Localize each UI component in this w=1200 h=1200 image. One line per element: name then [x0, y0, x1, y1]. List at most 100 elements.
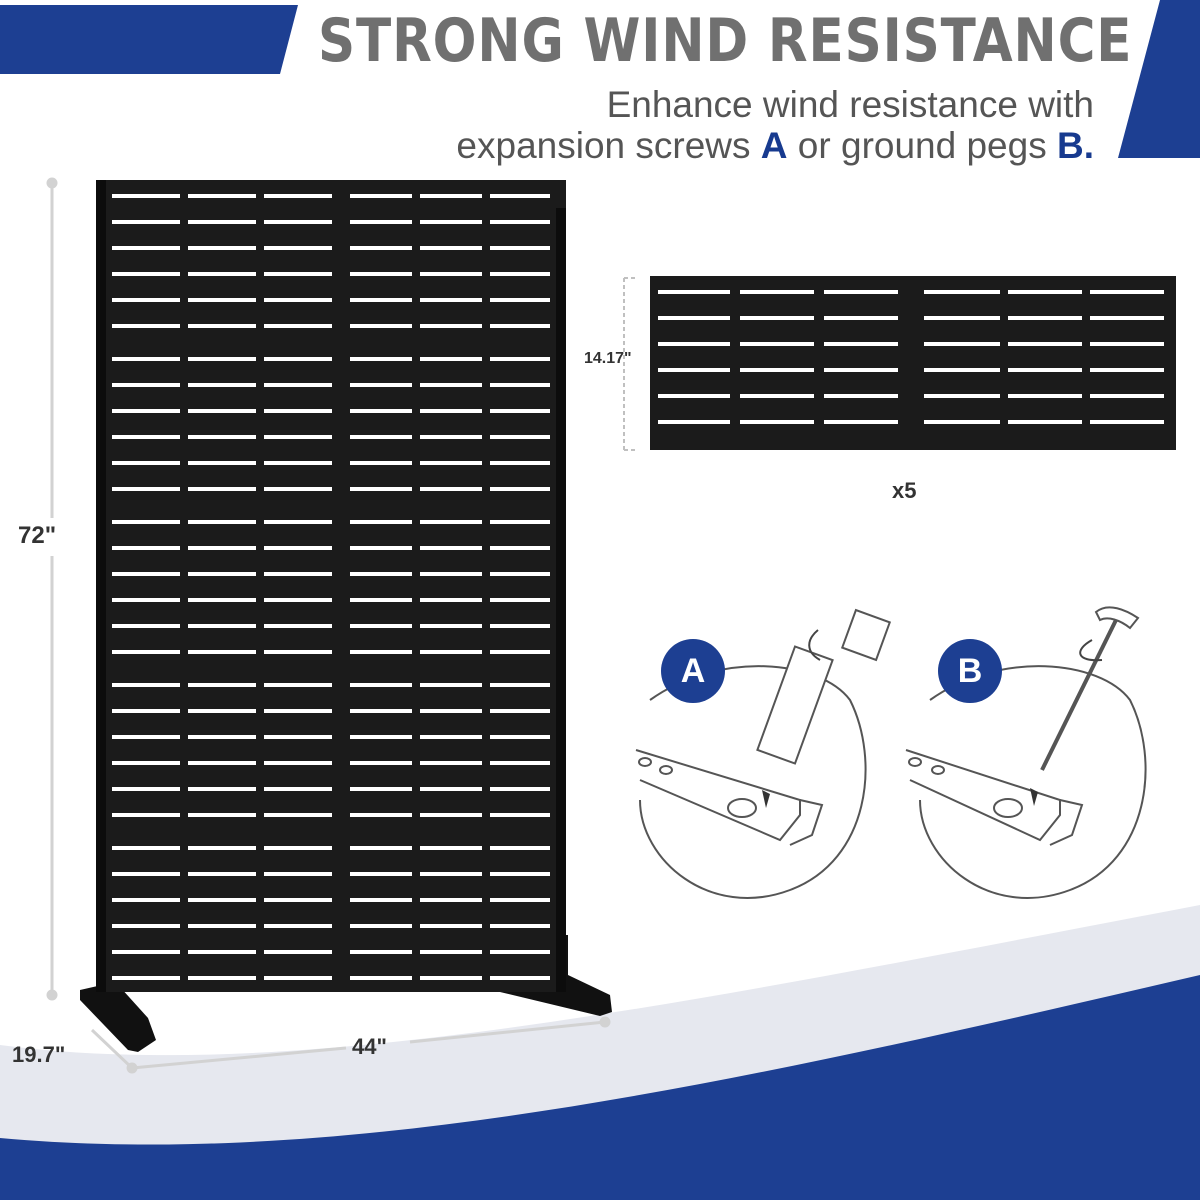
slat-gap: [490, 813, 550, 817]
slat-gap: [350, 950, 412, 954]
slat-gap: [350, 898, 412, 902]
slat-gap: [490, 357, 550, 361]
slat-gap: [112, 324, 180, 328]
bottom-swoosh-blue: [0, 975, 1200, 1200]
slat-gap: [490, 461, 550, 465]
slat-gap: [490, 846, 550, 850]
slat-gap: [490, 324, 550, 328]
slat-gap: [420, 520, 482, 524]
slat-gap: [490, 761, 550, 765]
slat-gap: [264, 409, 332, 413]
slat-gap: [264, 598, 332, 602]
slat-gap: [420, 624, 482, 628]
slat-gap: [188, 735, 256, 739]
slat-gap: [490, 683, 550, 687]
slat-gap: [490, 246, 550, 250]
slat-gap: [490, 898, 550, 902]
slat-gap: [824, 368, 898, 372]
slat-gap: [420, 950, 482, 954]
slat-gap: [824, 316, 898, 320]
slat-gap: [188, 624, 256, 628]
slat-gap: [188, 924, 256, 928]
slat-gap: [350, 624, 412, 628]
slat-gap: [350, 976, 412, 980]
slat-gap: [112, 246, 180, 250]
slat-gap: [420, 572, 482, 576]
slat-gap: [490, 383, 550, 387]
slat-gap: [740, 368, 814, 372]
slat-gap: [490, 950, 550, 954]
slat-gap: [350, 324, 412, 328]
slat-gap: [112, 872, 180, 876]
subtitle-accent-a: A: [760, 125, 788, 166]
slat-gap: [264, 383, 332, 387]
slat-gap: [264, 487, 332, 491]
slat-gap: [112, 461, 180, 465]
slat-gap: [490, 650, 550, 654]
slat-gap: [112, 409, 180, 413]
slat-gap: [1090, 368, 1164, 372]
slat-gap: [420, 194, 482, 198]
panel-quantity-label: x5: [892, 478, 917, 503]
slat-gap: [112, 572, 180, 576]
slat-gap: [112, 546, 180, 550]
slat-gap: [188, 761, 256, 765]
slat-gap: [112, 761, 180, 765]
slat-gap: [264, 298, 332, 302]
slat-gap: [188, 487, 256, 491]
subtitle-text-b: or ground pegs: [787, 125, 1057, 166]
slat-gap: [924, 420, 1000, 424]
slat-gap: [490, 409, 550, 413]
page-title: STRONG WIND RESISTANCE: [318, 6, 1133, 76]
slat-gap: [264, 976, 332, 980]
slat-gap: [264, 846, 332, 850]
slat-gap: [264, 872, 332, 876]
slat-gap: [188, 435, 256, 439]
slat-gap: [264, 272, 332, 276]
slat-gap: [112, 383, 180, 387]
width-label: 44": [352, 1034, 387, 1059]
slat-gap: [264, 624, 332, 628]
slat-gap: [490, 194, 550, 198]
slat-gap: [264, 761, 332, 765]
slat-gap: [490, 272, 550, 276]
slat-gap: [350, 220, 412, 224]
slat-gap: [188, 709, 256, 713]
slat-gap: [490, 520, 550, 524]
slat-gap: [188, 298, 256, 302]
slat-gap: [420, 650, 482, 654]
slat-gap: [112, 220, 180, 224]
slat-gap: [264, 520, 332, 524]
slat-gap: [824, 342, 898, 346]
slat-gap: [188, 461, 256, 465]
option-b-badge: B: [938, 639, 1002, 703]
slat-gap: [824, 290, 898, 294]
slat-gap: [112, 813, 180, 817]
slat-gap: [188, 546, 256, 550]
slat-gap: [420, 872, 482, 876]
slat-gap: [490, 298, 550, 302]
slat-gap: [420, 357, 482, 361]
slat-gap: [924, 394, 1000, 398]
slat-gap: [264, 898, 332, 902]
slat-gap: [824, 394, 898, 398]
slat-gap: [188, 520, 256, 524]
subtitle-text-a: expansion screws: [456, 125, 761, 166]
slat-gap: [420, 487, 482, 491]
slat-gap: [350, 683, 412, 687]
slat-gap: [490, 487, 550, 491]
slat-gap: [350, 813, 412, 817]
top-right-banner: [1118, 0, 1200, 158]
slat-gap: [188, 194, 256, 198]
slat-gap: [658, 342, 730, 346]
slat-gap: [112, 950, 180, 954]
slat-gap: [188, 598, 256, 602]
slat-gap: [740, 290, 814, 294]
slat-gap: [420, 409, 482, 413]
slat-gap: [490, 976, 550, 980]
slat-gap: [264, 813, 332, 817]
slat-gap: [112, 520, 180, 524]
slat-gap: [420, 598, 482, 602]
slat-gap: [420, 546, 482, 550]
